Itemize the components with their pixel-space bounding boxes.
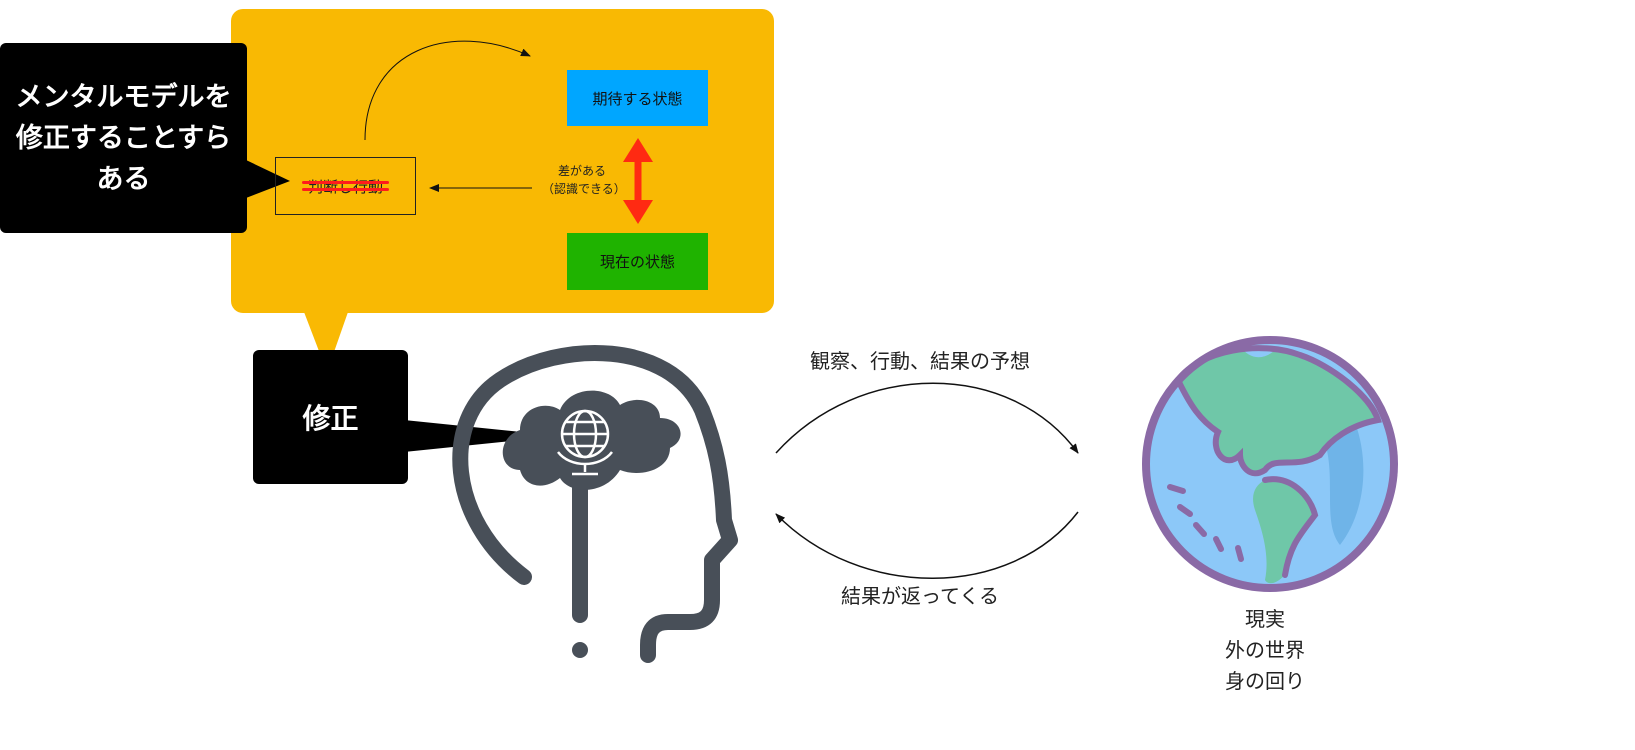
judge-act-label: 判断し行動 <box>301 177 390 196</box>
panel-bubble-tail <box>304 312 348 372</box>
mental-model-callout: メンタルモデルを 修正することすら ある <box>0 43 247 233</box>
current-state-label: 現在の状態 <box>599 253 675 271</box>
difference-label: 差がある （認識できる） <box>542 162 626 198</box>
arc-arrow-to-expected <box>364 40 531 141</box>
mental-callout-line-2: 修正することすら <box>15 122 232 154</box>
reality-label: 現実 外の世界 身の回り <box>1190 604 1340 697</box>
judge-act-box: 判断し行動 <box>275 157 416 215</box>
expected-state-box: 期待する状態 <box>567 70 708 126</box>
red-double-arrow <box>623 138 653 224</box>
current-state-box: 現在の状態 <box>567 233 708 290</box>
mental-globe-icon <box>557 409 613 476</box>
head-dot <box>572 642 588 658</box>
arrow-to-world <box>775 382 1079 454</box>
top-arrow-label: 観察、行動、結果の予想 <box>810 349 1030 373</box>
mental-callout-tail <box>246 160 290 198</box>
reality-line-3: 身の回り <box>1225 669 1305 693</box>
mental-callout-line-1: メンタルモデルを <box>15 81 232 113</box>
difference-line-2: （認識できる） <box>542 182 626 196</box>
correction-callout-tail <box>404 420 560 452</box>
mental-callout-line-3: ある <box>96 163 151 195</box>
brain-cloud-icon <box>502 390 681 490</box>
earth-icon <box>1142 336 1398 592</box>
correction-callout: 修正 <box>253 350 408 484</box>
reality-line-2: 外の世界 <box>1225 638 1305 662</box>
arrow-to-head <box>775 511 1079 579</box>
correction-label: 修正 <box>302 402 359 435</box>
reality-line-1: 現実 <box>1245 607 1285 631</box>
bottom-arrow-label: 結果が返ってくる <box>841 584 999 608</box>
expected-state-label: 期待する状態 <box>592 89 683 108</box>
head-icon <box>452 345 738 663</box>
difference-line-1: 差がある <box>557 164 606 178</box>
